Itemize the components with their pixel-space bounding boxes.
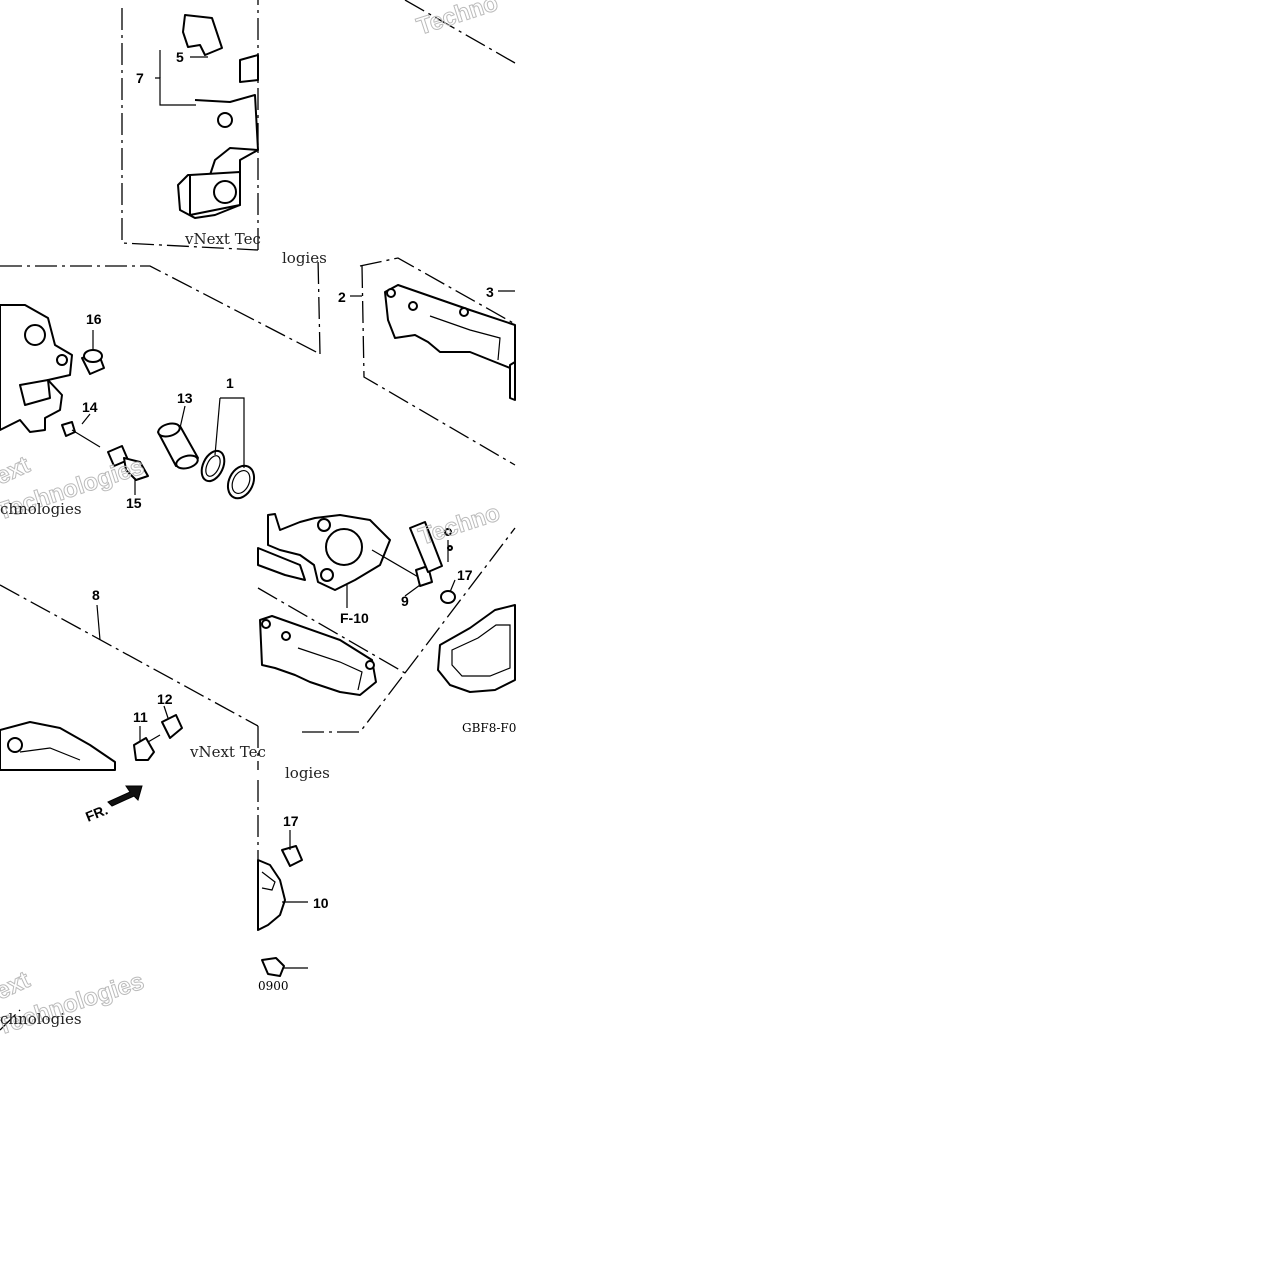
caliper-assembly-lower <box>257 513 456 604</box>
callout-9: 10 <box>313 895 329 911</box>
direction-label: FR. <box>83 801 110 824</box>
caliper-bracket-assembly <box>177 14 259 219</box>
watermark-logies-top: logies <box>282 249 327 267</box>
callout-13: 14 <box>82 399 98 415</box>
callout-7: 8 <box>92 587 100 603</box>
brake-pad-lower <box>259 615 377 696</box>
watermark-techno-right: Techno <box>416 499 504 551</box>
forward-direction-arrow <box>107 785 143 807</box>
callout-15: 16 <box>86 311 102 327</box>
callout-16: 17 <box>457 567 473 583</box>
watermark-vnext-lower: vNext Tec <box>189 743 266 761</box>
callout-11: 12 <box>157 691 173 707</box>
assembly-boundaries <box>0 0 516 1031</box>
watermark-logies-lower: logies <box>285 764 330 782</box>
caliper-bracket-right <box>437 604 516 693</box>
watermark-techno-top: Techno <box>414 0 502 41</box>
watermark-chnologies-bottom: chnologies <box>0 1010 82 1028</box>
watermark-chnologies-middle: chnologies <box>0 500 82 518</box>
callout-1: 1 <box>226 375 234 391</box>
callout-3: 3 <box>486 284 494 300</box>
watermark-ext-middle: ext <box>0 451 34 490</box>
diagram-code: GBF8-F0 <box>462 721 516 735</box>
callout-2: 2 <box>338 289 346 305</box>
callout-8: 9 <box>401 593 409 609</box>
callout-5: 5 <box>176 49 184 65</box>
callout-4: 7 <box>136 70 144 86</box>
brake-pad-upper <box>384 284 516 401</box>
watermarks: Techno vNext Tec logies ext Techno logies… <box>0 0 504 1041</box>
brake-guard <box>257 845 303 977</box>
callout-14: 15 <box>126 495 142 511</box>
callout-12: 13 <box>177 390 193 406</box>
reference-label: F-10 <box>340 610 369 626</box>
caliper-body <box>0 304 73 433</box>
callout-17-top: 17 <box>283 813 299 829</box>
small-parts <box>61 349 256 500</box>
callout-labels: 7 5 2 3 16 14 13 1 15 8 9 17 11 12 17 10… <box>82 49 516 993</box>
watermark-vnext-top: vNext Tec <box>184 230 261 248</box>
partial-code: 0900 <box>258 979 289 993</box>
caliper-lower-left <box>0 714 183 771</box>
leader-lines <box>81 50 515 969</box>
watermark-ext-bottom: ext <box>0 966 34 1005</box>
callout-10: 11 <box>133 709 148 725</box>
